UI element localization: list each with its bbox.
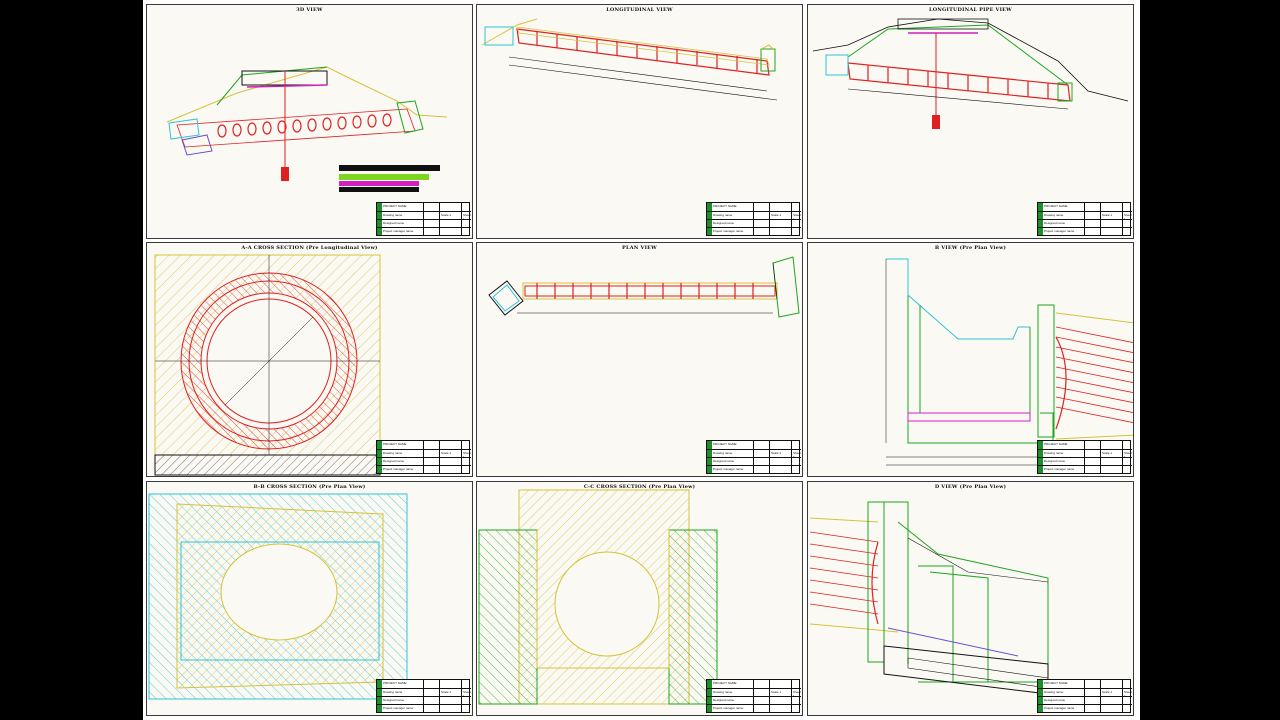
pipe-ring-ticks <box>867 65 1049 99</box>
pipe-ring-ticks <box>536 31 758 73</box>
culvert-3d-drawing <box>166 66 448 192</box>
panel-title: PLAN VIEW <box>622 245 657 251</box>
pipe-lines <box>809 531 879 615</box>
panel-title: D VIEW (Pre Plan View) <box>934 484 1007 490</box>
plan-view-drawing <box>488 256 800 318</box>
longitudinal-drawing <box>481 18 778 101</box>
panel-title: A-A CROSS SECTION (Pre Longitudinal View… <box>241 245 378 251</box>
panel-c-c-cross-section[interactable]: C-C CROSS SECTION (Pre Plan View) PROJEC… <box>476 481 803 716</box>
panel-longitudinal-pipe-view[interactable]: LONGITUDINAL PIPE VIEW PROJECT NAME Draw… <box>807 4 1134 239</box>
panel-longitudinal-view[interactable]: LONGITUDINAL VIEW PROJECT NAME Drawing n… <box>476 4 803 239</box>
panel-title: 3D VIEW <box>296 7 323 13</box>
panel-b-view[interactable]: B VIEW (Pre Plan View) PROJECT NAME Draw… <box>807 242 1134 477</box>
d-view-drawing <box>809 501 1049 695</box>
b-view-drawing <box>885 258 1133 466</box>
a-a-section-drawing <box>154 254 381 476</box>
panel-title: B VIEW (Pre Plan View) <box>934 245 1007 251</box>
panel-a-a-cross-section[interactable]: A-A CROSS SECTION (Pre Longitudinal View… <box>146 242 473 477</box>
pipe-rings <box>217 113 392 138</box>
panel-title: B-B CROSS SECTION (Pre Plan View) <box>253 484 366 490</box>
pipe-ring-ticks <box>536 283 754 299</box>
pipe-lines <box>1055 326 1133 424</box>
b-b-section-drawing <box>148 493 408 700</box>
panel-title: LONGITUDINAL PIPE VIEW <box>929 7 1012 13</box>
panel-b-b-cross-section[interactable]: B-B CROSS SECTION (Pre Plan View) PROJEC… <box>146 481 473 716</box>
panel-title: C-C CROSS SECTION (Pre Plan View) <box>583 484 696 490</box>
c-c-section-drawing <box>478 489 718 705</box>
panel-title: LONGITUDINAL VIEW <box>606 7 673 13</box>
longitudinal-pipe-drawing <box>812 18 1129 129</box>
panel-d-view[interactable]: D VIEW (Pre Plan View) PROJECT NAME Draw… <box>807 481 1134 716</box>
